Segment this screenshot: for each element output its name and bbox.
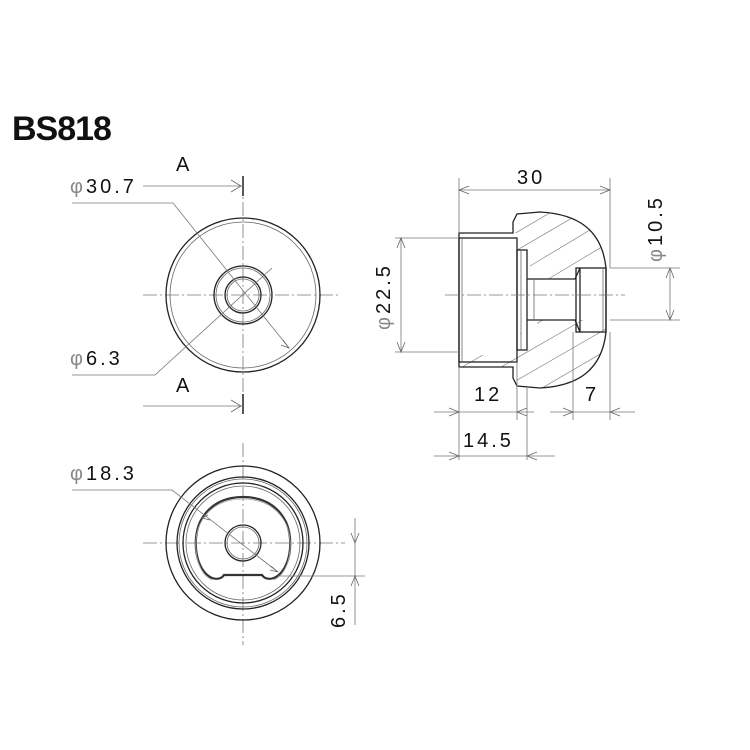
outer-diameter-leader bbox=[72, 202, 290, 349]
hub-outer bbox=[213, 265, 273, 325]
hole-outer bbox=[224, 276, 262, 314]
part-number-title: BS818 bbox=[12, 110, 111, 148]
section-arrow-bottom-head bbox=[230, 399, 242, 413]
offset-label: 6.5 bbox=[328, 591, 350, 628]
section-label-bottom: A bbox=[176, 375, 190, 397]
diameter-symbol-icon: φ bbox=[645, 246, 667, 262]
outer-rim bbox=[165, 217, 321, 373]
bore-depth-label: 12 bbox=[474, 384, 502, 406]
length-arrow-right bbox=[599, 185, 612, 195]
recess-outline bbox=[194, 495, 292, 580]
hole-inner bbox=[226, 526, 260, 560]
ring-4 bbox=[185, 485, 301, 601]
step-depth-arrow-right bbox=[525, 451, 538, 461]
outer-rim bbox=[165, 465, 321, 621]
counterbore-arrow-top bbox=[665, 266, 675, 279]
counterbore-diameter-label: φ10.5 bbox=[645, 195, 667, 262]
outer-diameter-arrow bbox=[280, 339, 291, 349]
hole-diameter-label: φ6.3 bbox=[70, 348, 123, 370]
bore-diameter-label: φ22.5 bbox=[373, 263, 395, 330]
bore-arrow-top bbox=[396, 236, 406, 249]
offset-arrow-top bbox=[350, 532, 360, 545]
bore-depth-arrow-left bbox=[448, 407, 461, 417]
ring-2 bbox=[178, 478, 308, 608]
side-section-view: 30 φ22.5 φ10.5 12 7 14.5 bbox=[373, 167, 680, 461]
front-view: A A φ30.7 φ6.3 bbox=[70, 154, 340, 415]
hole-inner bbox=[226, 278, 260, 312]
section-label-top: A bbox=[176, 154, 190, 176]
counterbore-arrow-bottom bbox=[665, 309, 675, 322]
overall-length-label: 30 bbox=[517, 167, 545, 189]
thru-hole bbox=[527, 267, 581, 333]
counterbore-depth-arrow-right bbox=[608, 407, 621, 417]
bore-depth-arrow-right bbox=[515, 407, 528, 417]
recess-shadow bbox=[195, 498, 291, 581]
length-arrow-left bbox=[457, 185, 470, 195]
step-depth-label: 14.5 bbox=[463, 430, 514, 452]
hub-chamfer bbox=[215, 267, 271, 323]
outer-diameter-label: φ30.7 bbox=[70, 176, 137, 198]
recess-arrow-start bbox=[200, 514, 211, 521]
counterbore-depth-arrow-left bbox=[562, 407, 575, 417]
hole-outer bbox=[224, 524, 262, 562]
section-arrow-top-head bbox=[230, 179, 242, 193]
diameter-symbol-icon: φ bbox=[70, 176, 86, 198]
step-bore bbox=[516, 249, 528, 351]
back-view: φ18.3 6.5 bbox=[70, 443, 365, 645]
diameter-symbol-icon: φ bbox=[70, 348, 86, 370]
recess-diameter-leader bbox=[72, 489, 279, 573]
offset-arrow-bottom bbox=[350, 574, 360, 587]
hole-diameter-leader bbox=[72, 267, 273, 376]
counterbore-depth-label: 7 bbox=[585, 384, 599, 406]
bore-arrow-bottom bbox=[396, 341, 406, 354]
ring-1 bbox=[176, 476, 310, 610]
counterbore bbox=[575, 267, 607, 333]
diameter-symbol-icon: φ bbox=[373, 314, 395, 330]
recess-diameter-label: φ18.3 bbox=[70, 463, 137, 485]
inner-rim bbox=[169, 221, 317, 369]
step-depth-arrow-left bbox=[448, 451, 461, 461]
diameter-symbol-icon: φ bbox=[70, 463, 86, 485]
recess-arrow-end bbox=[269, 565, 279, 573]
ring-3 bbox=[182, 482, 304, 604]
main-bore bbox=[458, 237, 518, 363]
